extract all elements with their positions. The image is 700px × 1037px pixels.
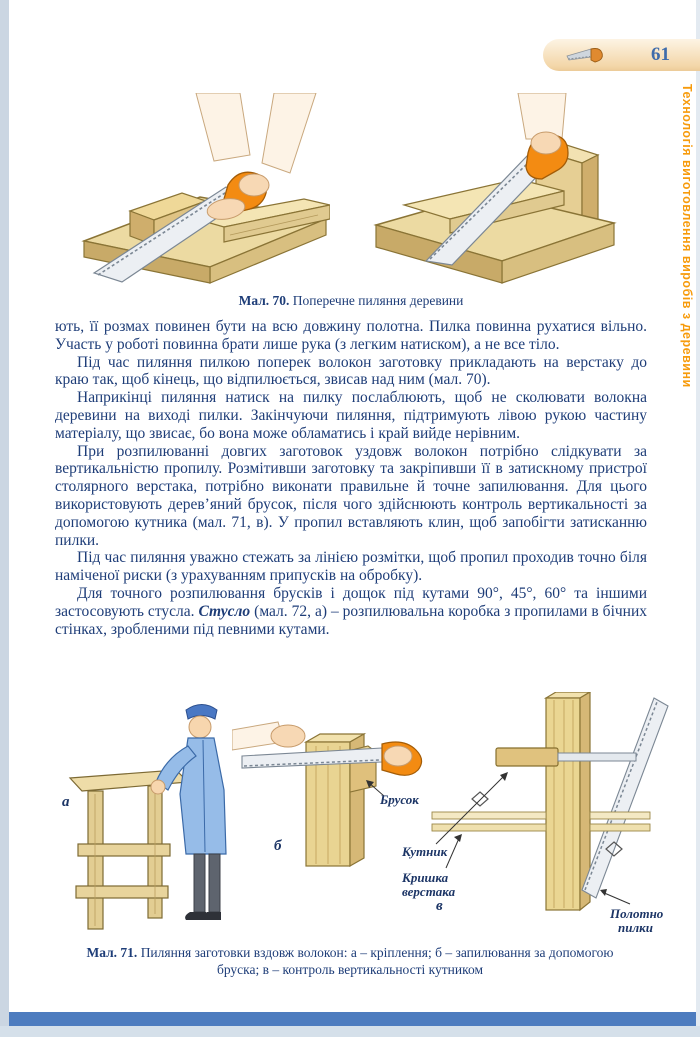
figure-70-caption-text: Поперечне пиляння деревини [292, 293, 464, 308]
figure-70-caption-label: Мал. 70. [238, 293, 290, 308]
callout-kutnyk: Кутник [401, 844, 448, 859]
paragraph-6-start: Для точного розпилювання брусків і дощок… [55, 584, 647, 620]
figure-70-left-illustration [81, 93, 330, 284]
paragraph-6: Для точного розпилювання брусків і дощок… [55, 585, 647, 638]
callout-brusok: Брусок [379, 792, 419, 807]
page-edge-bottom [0, 1026, 700, 1037]
figure-71-caption-label: Мал. 71. [86, 945, 138, 960]
callout-polotno-line1: Полотно [609, 906, 664, 921]
page-tab: 61 [543, 39, 700, 71]
page-edge-left [0, 0, 9, 1037]
figure-71a-illustration: а [62, 704, 227, 930]
page-number: 61 [651, 44, 670, 65]
paragraph-5: Під час пиляння уважно стежать за лінією… [55, 549, 647, 585]
figure-71-caption: Мал. 71. Пиляння заготовки вздовж волоко… [70, 944, 630, 978]
chapter-side-title: Технологія виготовлення виробів з дереви… [680, 84, 694, 388]
figure-71b-label: б [274, 838, 282, 854]
saw-icon [566, 48, 603, 63]
term-stuslo: Стусло [198, 602, 251, 620]
figure-71-caption-text: Пиляння заготовки вздовж волокон: а – кр… [140, 945, 614, 977]
paragraph-3: Наприкінці пиляння натиск на пилку посла… [55, 389, 647, 442]
body-text: ють, її розмах повинен бути на всю довжи… [55, 318, 647, 638]
page-edge-right [696, 0, 700, 1037]
paragraph-6-end: (мал. 72, а) – розпилювальна коробка з п… [55, 602, 648, 638]
footer-bar [9, 1012, 696, 1026]
callout-polotno-line2: пилки [618, 920, 653, 935]
paragraph-2: Під час пиляння пилкою поперек волокон з… [55, 353, 647, 389]
figure-70-right-illustration [373, 93, 617, 284]
figure-71v-illustration: Кутник Кришка верстака Полотно пилки в [401, 692, 669, 935]
figure-71b-illustration: Брусок б [232, 721, 423, 868]
figure-70-caption: Мал. 70. Поперечне пиляння деревини [55, 292, 647, 309]
figure-71a-label: а [62, 794, 70, 810]
paragraph-1: ють, її розмах повинен бути на всю довжи… [55, 318, 647, 353]
callout-kryshka-line2: верстака [402, 884, 456, 899]
figure-71v-label: в [436, 898, 443, 914]
callout-kryshka-line1: Кришка [401, 870, 449, 885]
paragraph-4: При розпилюванні довгих заготовок уздовж… [55, 442, 647, 549]
